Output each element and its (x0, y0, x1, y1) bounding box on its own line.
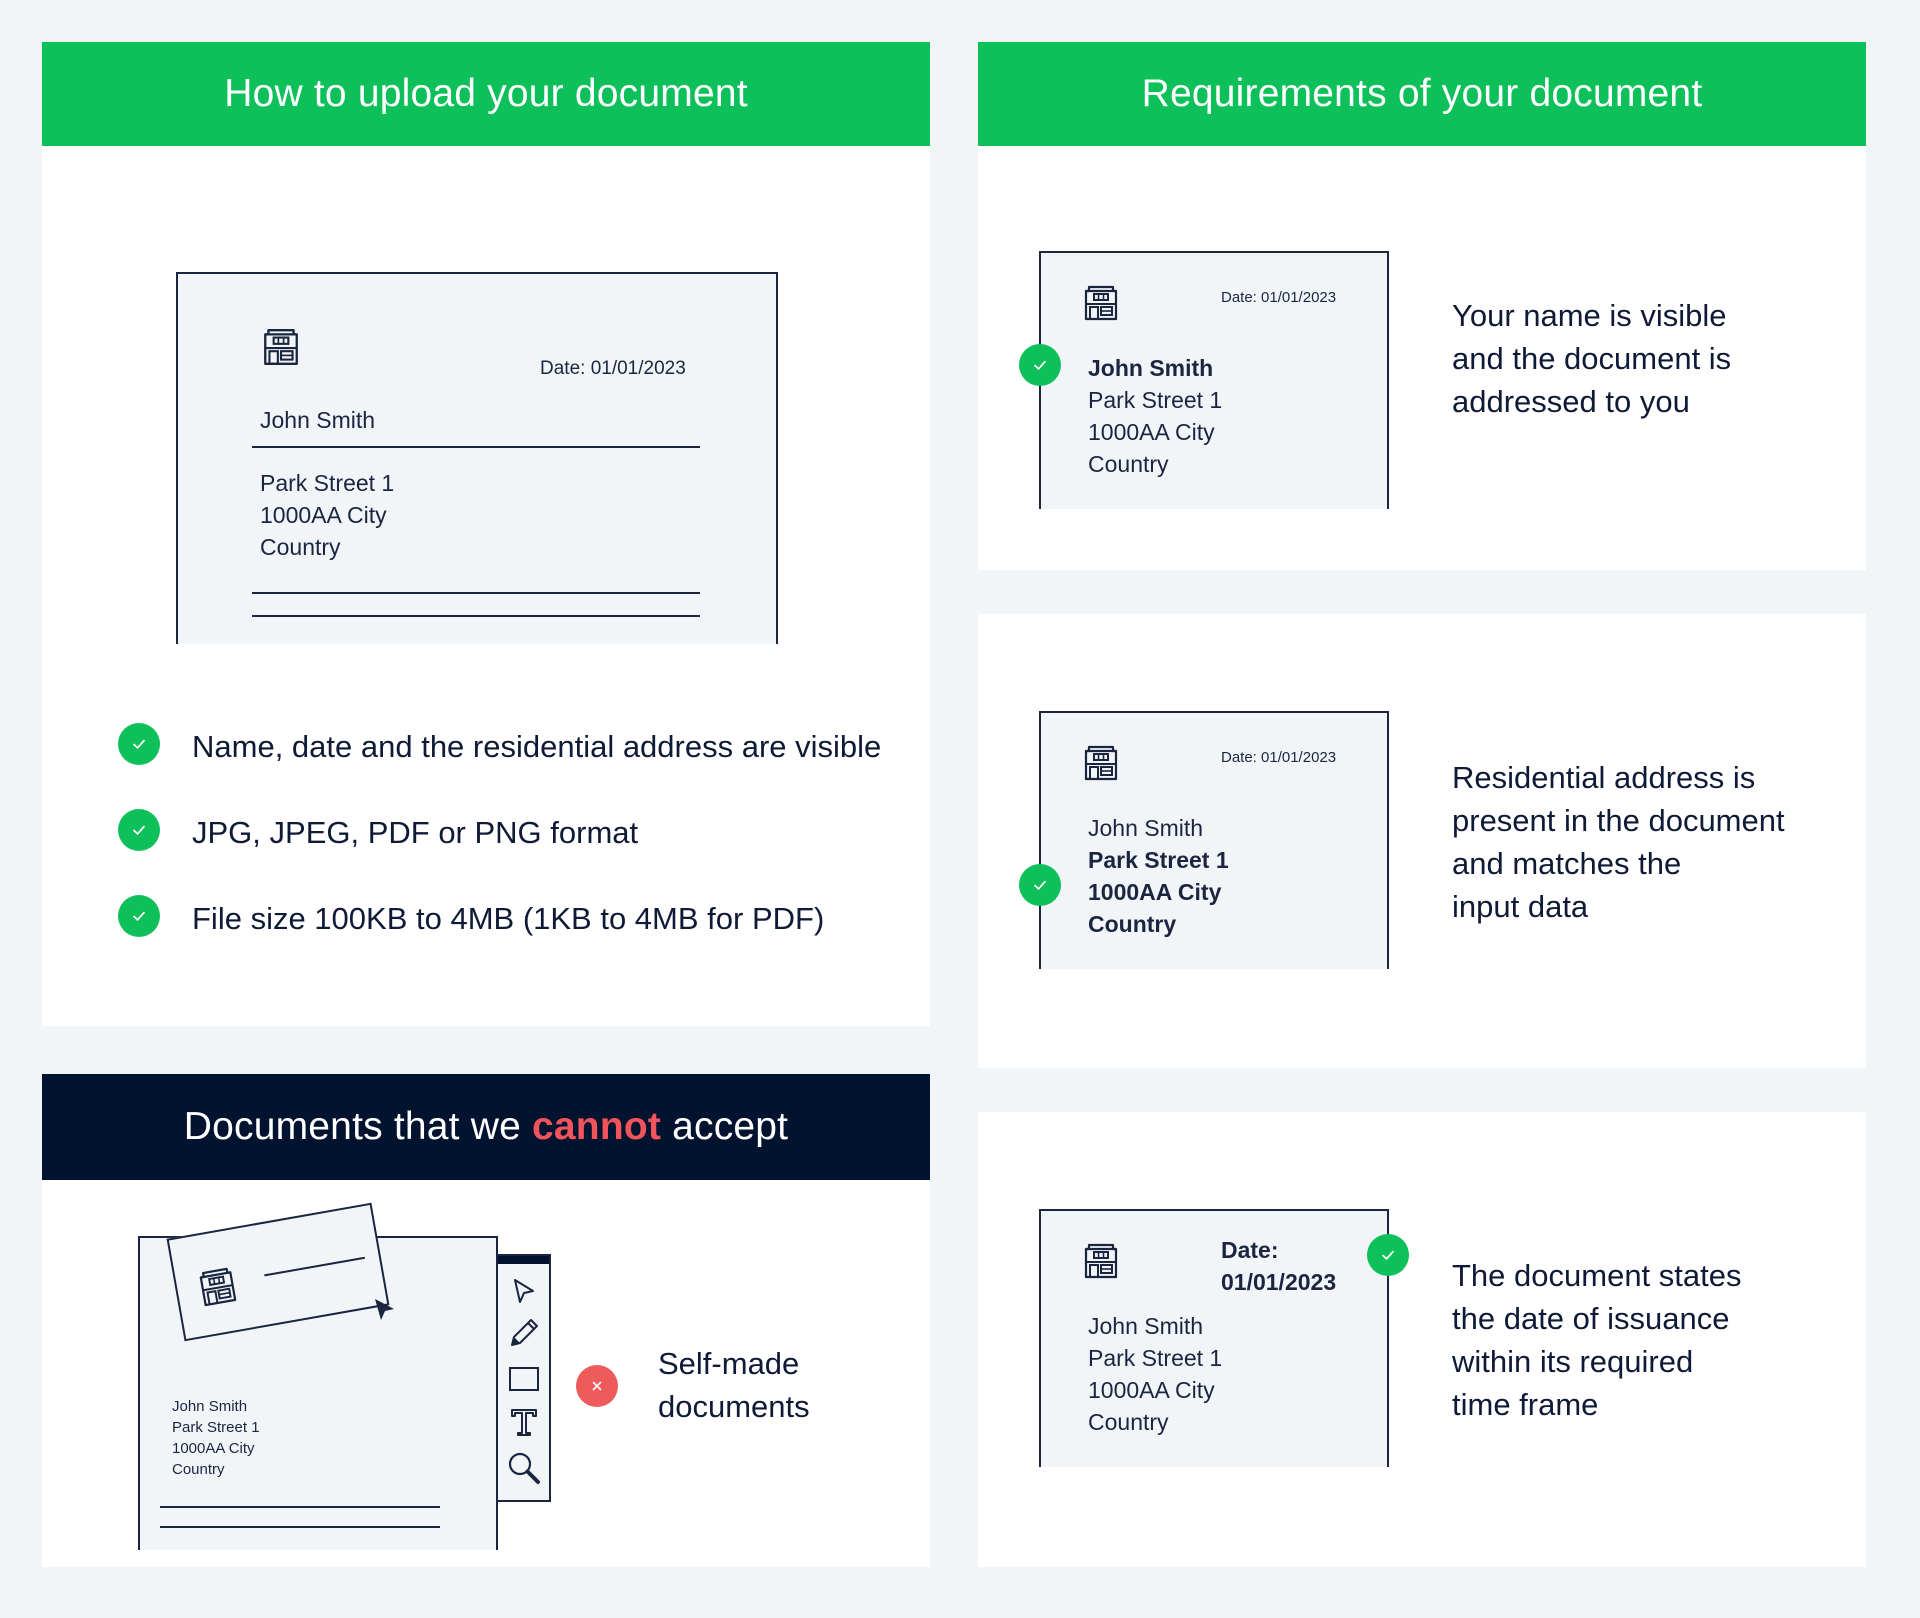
house-icon (260, 326, 302, 368)
divider-line (160, 1526, 440, 1528)
self-made-illustration: John Smith Park Street 1 1000AA City Cou… (138, 1200, 558, 1550)
date-requirement-document: Date: 01/01/2023 John Smith Park Street … (1039, 1209, 1389, 1467)
pencil-icon (511, 1319, 538, 1346)
house-icon (194, 1264, 240, 1310)
sample-document: Date: 01/01/2023 John Smith Park Street … (176, 272, 778, 644)
rejected-documents-title: Documents that we cannot accept (183, 1105, 789, 1148)
document-date: Date: 01/01/2023 (540, 358, 686, 379)
document-street: Park Street 1 (1088, 387, 1223, 413)
check-icon (118, 895, 160, 937)
bullet-visibility: Name, date and the residential address a… (192, 729, 882, 764)
requirements-title: Requirements of your document (1141, 72, 1703, 115)
name-requirement-text: Your name is visible and the document is… (1452, 298, 1732, 419)
document-name: John Smith (260, 407, 376, 433)
address-requirement-text: Residential address is present in the do… (1452, 760, 1785, 924)
editing-toolbar (496, 1254, 551, 1502)
requirements-card: Requirements of your document Date: 01/0… (978, 42, 1866, 570)
document-street: Park Street 1 (260, 470, 395, 496)
self-made-label: Self-made documents (658, 1346, 810, 1424)
date-requirement-text: The document states the date of issuance… (1452, 1258, 1742, 1422)
check-icon (118, 723, 160, 765)
divider-line (252, 592, 700, 594)
bullet-format: JPG, JPEG, PDF or PNG format (192, 815, 639, 850)
check-icon (1019, 864, 1061, 906)
document-city: 1000AA City (172, 1440, 255, 1457)
address-requirement-card: Date: 01/01/2023 John Smith Park Street … (978, 614, 1866, 1068)
document-date: Date: 01/01/2023 (1221, 289, 1337, 306)
divider-line (264, 1256, 366, 1277)
check-icon (1367, 1234, 1409, 1276)
document-country: Country (1088, 1409, 1169, 1435)
document-date: Date: 01/01/2023 (1221, 749, 1337, 766)
document-country: Country (1088, 911, 1177, 937)
house-icon (1081, 1241, 1121, 1281)
address-requirement-document: Date: 01/01/2023 John Smith Park Street … (1039, 711, 1389, 969)
cursor-icon (514, 1279, 534, 1303)
document-street: Park Street 1 (1088, 1345, 1223, 1371)
document-country: Country (1088, 451, 1169, 477)
document-name: John Smith (1088, 1313, 1204, 1339)
document-date-label: Date: (1221, 1237, 1279, 1263)
upload-instructions-header: How to upload your document (42, 42, 930, 146)
upload-instructions-card: How to upload your document Date: 01/01/… (42, 42, 930, 1026)
divider-line (252, 615, 700, 617)
rectangle-icon (509, 1367, 539, 1391)
divider-line (160, 1506, 440, 1508)
date-requirement-card: Date: 01/01/2023 John Smith Park Street … (978, 1112, 1866, 1567)
document-city: 1000AA City (1088, 419, 1215, 445)
document-date-value: 01/01/2023 (1221, 1269, 1337, 1295)
text-tool-icon (511, 1409, 537, 1436)
requirements-header: Requirements of your document (978, 42, 1866, 146)
check-icon (1019, 344, 1061, 386)
cannot-highlight: cannot (532, 1105, 662, 1148)
document-country: Country (260, 534, 341, 560)
check-icon (118, 809, 160, 851)
document-city: 1000AA City (1088, 1377, 1215, 1403)
cursor-icon (375, 1299, 394, 1320)
house-icon (1081, 283, 1121, 323)
close-icon (576, 1365, 618, 1407)
magnifier-icon (508, 1452, 540, 1484)
document-street: Park Street 1 (172, 1419, 260, 1436)
upload-instructions-title: How to upload your document (224, 72, 748, 115)
name-requirement-document: Date: 01/01/2023 John Smith Park Street … (1039, 251, 1389, 509)
document-city: 1000AA City (1088, 879, 1222, 905)
document-name: John Smith (1088, 355, 1214, 381)
document-name: John Smith (1088, 815, 1204, 841)
rejected-documents-header: Documents that we cannot accept (42, 1074, 930, 1180)
rejected-documents-card: Documents that we cannot accept John Smi… (42, 1074, 930, 1567)
document-city: 1000AA City (260, 502, 387, 528)
house-icon (1081, 743, 1121, 783)
bullet-file-size: File size 100KB to 4MB (1KB to 4MB for P… (192, 901, 825, 936)
document-street: Park Street 1 (1088, 847, 1229, 873)
divider-line (252, 446, 700, 448)
document-name: John Smith (172, 1398, 248, 1415)
document-country: Country (172, 1461, 225, 1478)
